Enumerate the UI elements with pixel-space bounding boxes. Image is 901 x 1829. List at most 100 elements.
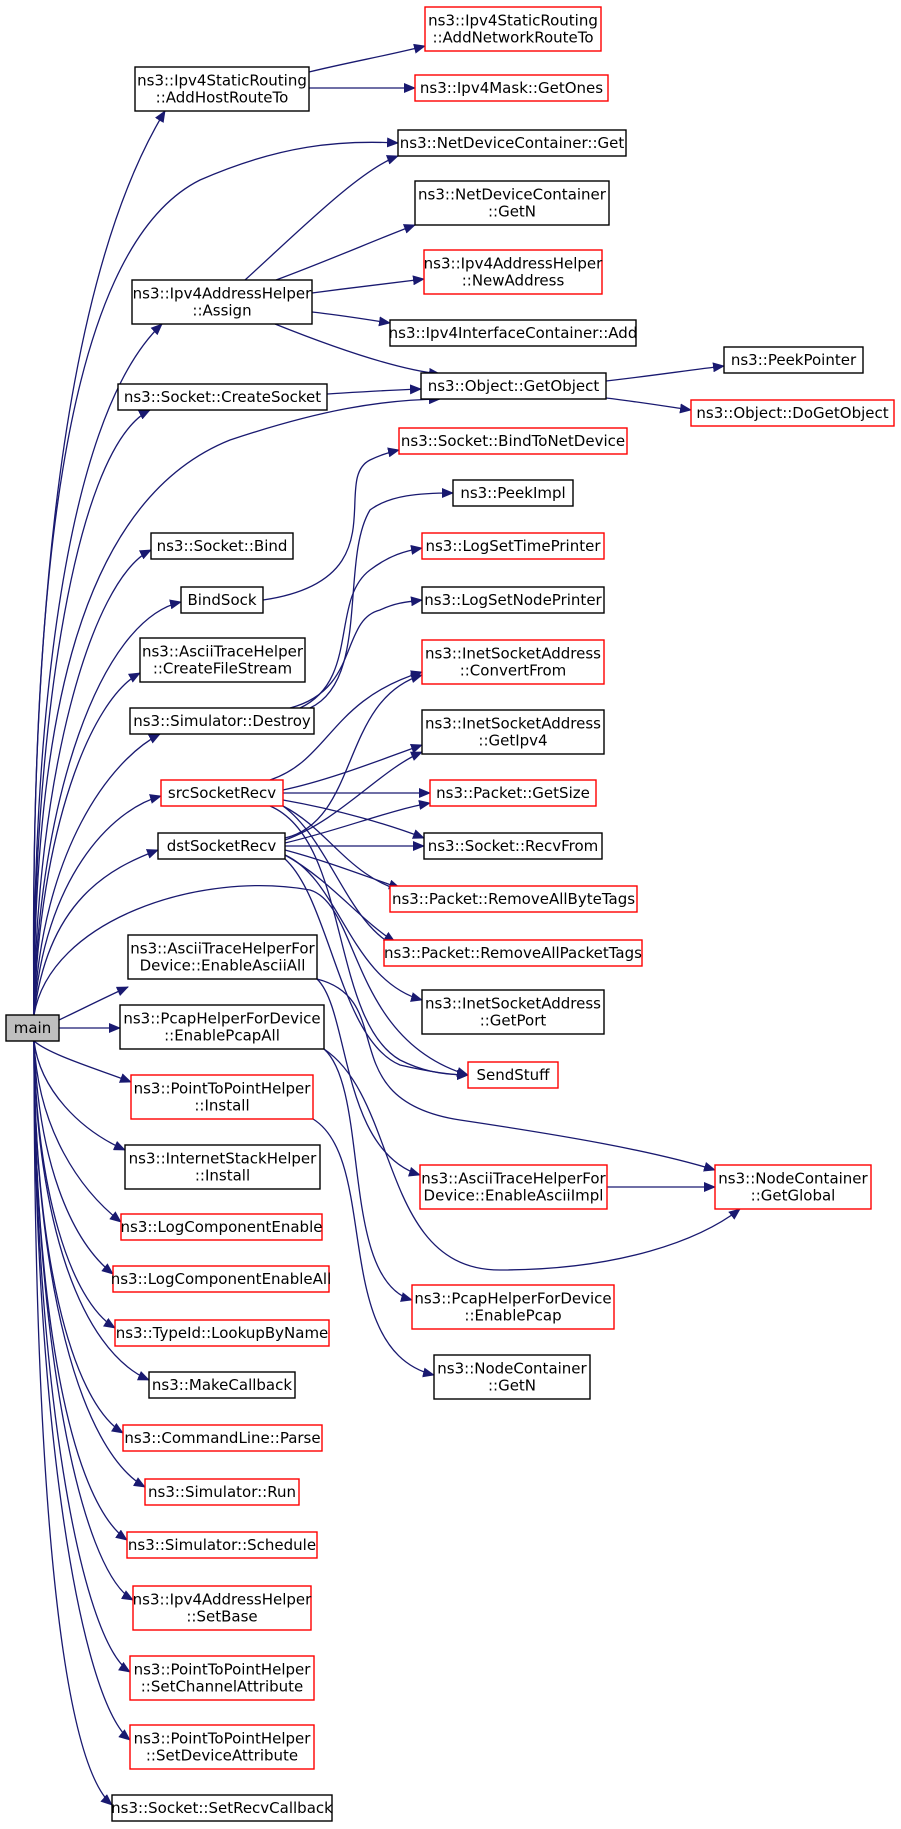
node-label: ns3::Ipv4AddressHelper [133,285,313,303]
node-dstsocketrecv[interactable]: dstSocketRecv [157,832,286,860]
node-inetsocketaddress-getipv4[interactable]: ns3::InetSocketAddress::GetIpv4 [421,709,605,755]
node-box [433,1354,591,1400]
node-asciitracehelperfordevice-enableasciiimpl[interactable]: ns3::AsciiTraceHelperForDevice::EnableAs… [419,1164,608,1210]
node-srcsocketrecv[interactable]: srcSocketRecv [160,779,284,807]
node-label: ::SetChannelAttribute [141,1678,304,1696]
node-peekimpl[interactable]: ns3::PeekImpl [452,479,574,507]
edge-pointtopointhelper-install-to-nodecontainer-getn [312,1118,435,1378]
edge-ipv4addresshelper-assign-to-netdevcontainer-getn [275,224,416,281]
node-asciitracehelper-createfilestream[interactable]: ns3::AsciiTraceHelper::CreateFileStream [139,637,306,683]
node-box [421,586,605,614]
node-add-host-route[interactable]: ns3::Ipv4StaticRouting::AddHostRouteTo [134,66,310,112]
edge-asciitracehelperfordevice-enableasciiall-to-asciitracehelperfordevice-enableasciiimpl [316,978,421,1177]
edge-object-getobject-to-peekpointer [605,362,725,382]
node-label: ::ConvertFrom [460,662,567,680]
node-box [421,639,605,685]
node-box [467,1061,559,1089]
node-commandline-parse[interactable]: ns3::CommandLine::Parse [122,1424,323,1452]
node-internetstackhelper-install[interactable]: ns3::InternetStackHelper::Install [124,1144,321,1190]
node-label: ::CreateFileStream [153,660,292,678]
node-label: ns3::LogSetNodePrinter [424,591,602,609]
node-logcomponentenableall[interactable]: ns3::LogComponentEnableAll [111,1265,332,1293]
node-label: ::AddNetworkRouteTo [432,29,593,47]
edge-main-to-simulator-run [33,1040,146,1488]
node-pcaphelperfordevice-enablepcap[interactable]: ns3::PcapHelperForDevice::EnablePcap [411,1284,615,1330]
edge-ipv4addresshelper-assign-to-ipv4interfacecontainer-add [311,311,391,327]
node-nodecontainer-getglobal[interactable]: ns3::NodeContainer::GetGlobal [714,1164,872,1210]
node-ipv4mask-getones[interactable]: ns3::Ipv4Mask::GetOnes [414,74,609,102]
node-label: ns3::PointToPointHelper [134,1080,312,1098]
node-main[interactable]: main [5,1014,60,1042]
node-pointtopointhelper-setdeviceattribute[interactable]: ns3::PointToPointHelper::SetDeviceAttrib… [129,1724,315,1770]
node-box [130,1074,314,1120]
node-logsettimeprinter[interactable]: ns3::LogSetTimePrinter [421,532,605,560]
node-label: ns3::PeekImpl [460,484,565,502]
node-inetsocketaddress-getport[interactable]: ns3::InetSocketAddress::GetPort [421,989,605,1035]
node-pointtopointhelper-install[interactable]: ns3::PointToPointHelper::Install [130,1074,314,1120]
node-box [383,939,643,967]
node-label: ns3::PcapHelperForDevice [123,1010,320,1028]
node-box [124,1144,321,1190]
edge-main-to-ipv4addresshelper-setbase [33,1040,134,1601]
node-packet-getsize[interactable]: ns3::Packet::GetSize [429,779,597,807]
node-ipv4interfacecontainer-add[interactable]: ns3::Ipv4InterfaceContainer::Add [389,319,638,347]
node-packet-removeallbytetags[interactable]: ns3::Packet::RemoveAllByteTags [389,885,638,913]
node-makecallback[interactable]: ns3::MakeCallback [148,1371,296,1399]
node-box [117,383,328,411]
node-ipv4addresshelper-newaddress[interactable]: ns3::Ipv4AddressHelper::NewAddress [423,249,604,295]
node-inetsocketaddress-convertfrom[interactable]: ns3::InetSocketAddress::ConvertFrom [421,639,605,685]
node-box [148,1371,296,1399]
node-socket-recvfrom[interactable]: ns3::Socket::RecvFrom [423,832,603,860]
edge-dstsocketrecv-to-packet-removeallpackettags [284,854,396,943]
node-label: ns3::CommandLine::Parse [124,1429,320,1447]
node-label: ns3::Socket::RecvFrom [428,837,599,855]
edge-main-to-internetstackhelper-install [33,1040,126,1151]
edge-main-to-pointtopointhelper-setchannelattribute [33,1040,131,1673]
node-sendstuff[interactable]: SendStuff [467,1061,559,1089]
node-object-getobject[interactable]: ns3::Object::GetObject [420,372,607,400]
node-simulator-run[interactable]: ns3::Simulator::Run [144,1478,300,1506]
node-logcomponentenable[interactable]: ns3::LogComponentEnable [120,1213,323,1241]
edge-main-to-pointtopointhelper-install [33,1040,132,1083]
node-simulator-schedule[interactable]: ns3::Simulator::Schedule [126,1531,318,1559]
node-object-dogetobject[interactable]: ns3::Object::DoGetObject [690,399,895,427]
node-ipv4addresshelper-assign[interactable]: ns3::Ipv4AddressHelper::Assign [131,279,313,325]
node-typeid-lookupbyname[interactable]: ns3::TypeId::LookupByName [114,1319,330,1347]
node-label: ns3::Ipv4StaticRouting [137,72,307,90]
node-packet-removeallpackettags[interactable]: ns3::Packet::RemoveAllPacketTags [383,939,643,967]
node-pointtopointhelper-setchannelattribute[interactable]: ns3::PointToPointHelper::SetChannelAttri… [129,1655,315,1701]
node-peekpointer[interactable]: ns3::PeekPointer [723,346,864,374]
node-pcaphelperfordevice-enablepcapall[interactable]: ns3::PcapHelperForDevice::EnablePcapAll [119,1004,325,1050]
node-label: ns3::Socket::BindToNetDevice [401,432,625,450]
node-label: ::NewAddress [462,272,565,290]
node-label: ::Assign [192,302,251,320]
node-label: ns3::Object::DoGetObject [696,404,888,422]
node-nodecontainer-getn[interactable]: ns3::NodeContainer::GetN [433,1354,591,1400]
node-add-network-route[interactable]: ns3::Ipv4StaticRouting::AddNetworkRouteT… [424,6,602,52]
edge-ipv4addresshelper-assign-to-object-getobject [274,323,441,378]
node-label: ns3::Ipv4AddressHelper [424,255,604,273]
edge-simulator-destroy-to-peekimpl [309,488,454,709]
node-netdevcontainer-get[interactable]: ns3::NetDeviceContainer::Get [397,129,627,157]
node-socket-bind[interactable]: ns3::Socket::Bind [150,532,294,560]
node-netdevcontainer-getn[interactable]: ns3::NetDeviceContainer::GetN [414,180,610,226]
node-simulator-destroy[interactable]: ns3::Simulator::Destroy [129,707,315,735]
node-logsetnodeprinter[interactable]: ns3::LogSetNodePrinter [421,586,605,614]
node-label: ns3::PcapHelperForDevice [414,1290,611,1308]
node-socket-createsocket[interactable]: ns3::Socket::CreateSocket [117,383,328,411]
node-box [5,1014,60,1042]
node-label: ns3::PointToPointHelper [134,1661,312,1679]
node-asciitracehelperfordevice-enableasciiall[interactable]: ns3::AsciiTraceHelperForDevice::EnableAs… [127,934,318,980]
node-label: ns3::AsciiTraceHelperFor [130,940,315,958]
node-ipv4addresshelper-setbase[interactable]: ns3::Ipv4AddressHelper::SetBase [132,1585,313,1631]
node-label: ns3::Ipv4Mask::GetOnes [420,79,603,97]
node-label: ::EnablePcapAll [164,1027,280,1045]
node-label: ns3::NetDeviceContainer::Get [400,134,625,152]
node-box [421,532,605,560]
node-bindsock[interactable]: BindSock [180,586,264,614]
edge-simulator-destroy-to-logsetnodeprinter [289,596,423,709]
node-box [114,1319,330,1347]
node-socket-setrecvcallback[interactable]: ns3::Socket::SetRecvCallback [111,1794,333,1822]
node-socket-bindtonetdevice[interactable]: ns3::Socket::BindToNetDevice [398,427,628,455]
node-box [414,180,610,226]
